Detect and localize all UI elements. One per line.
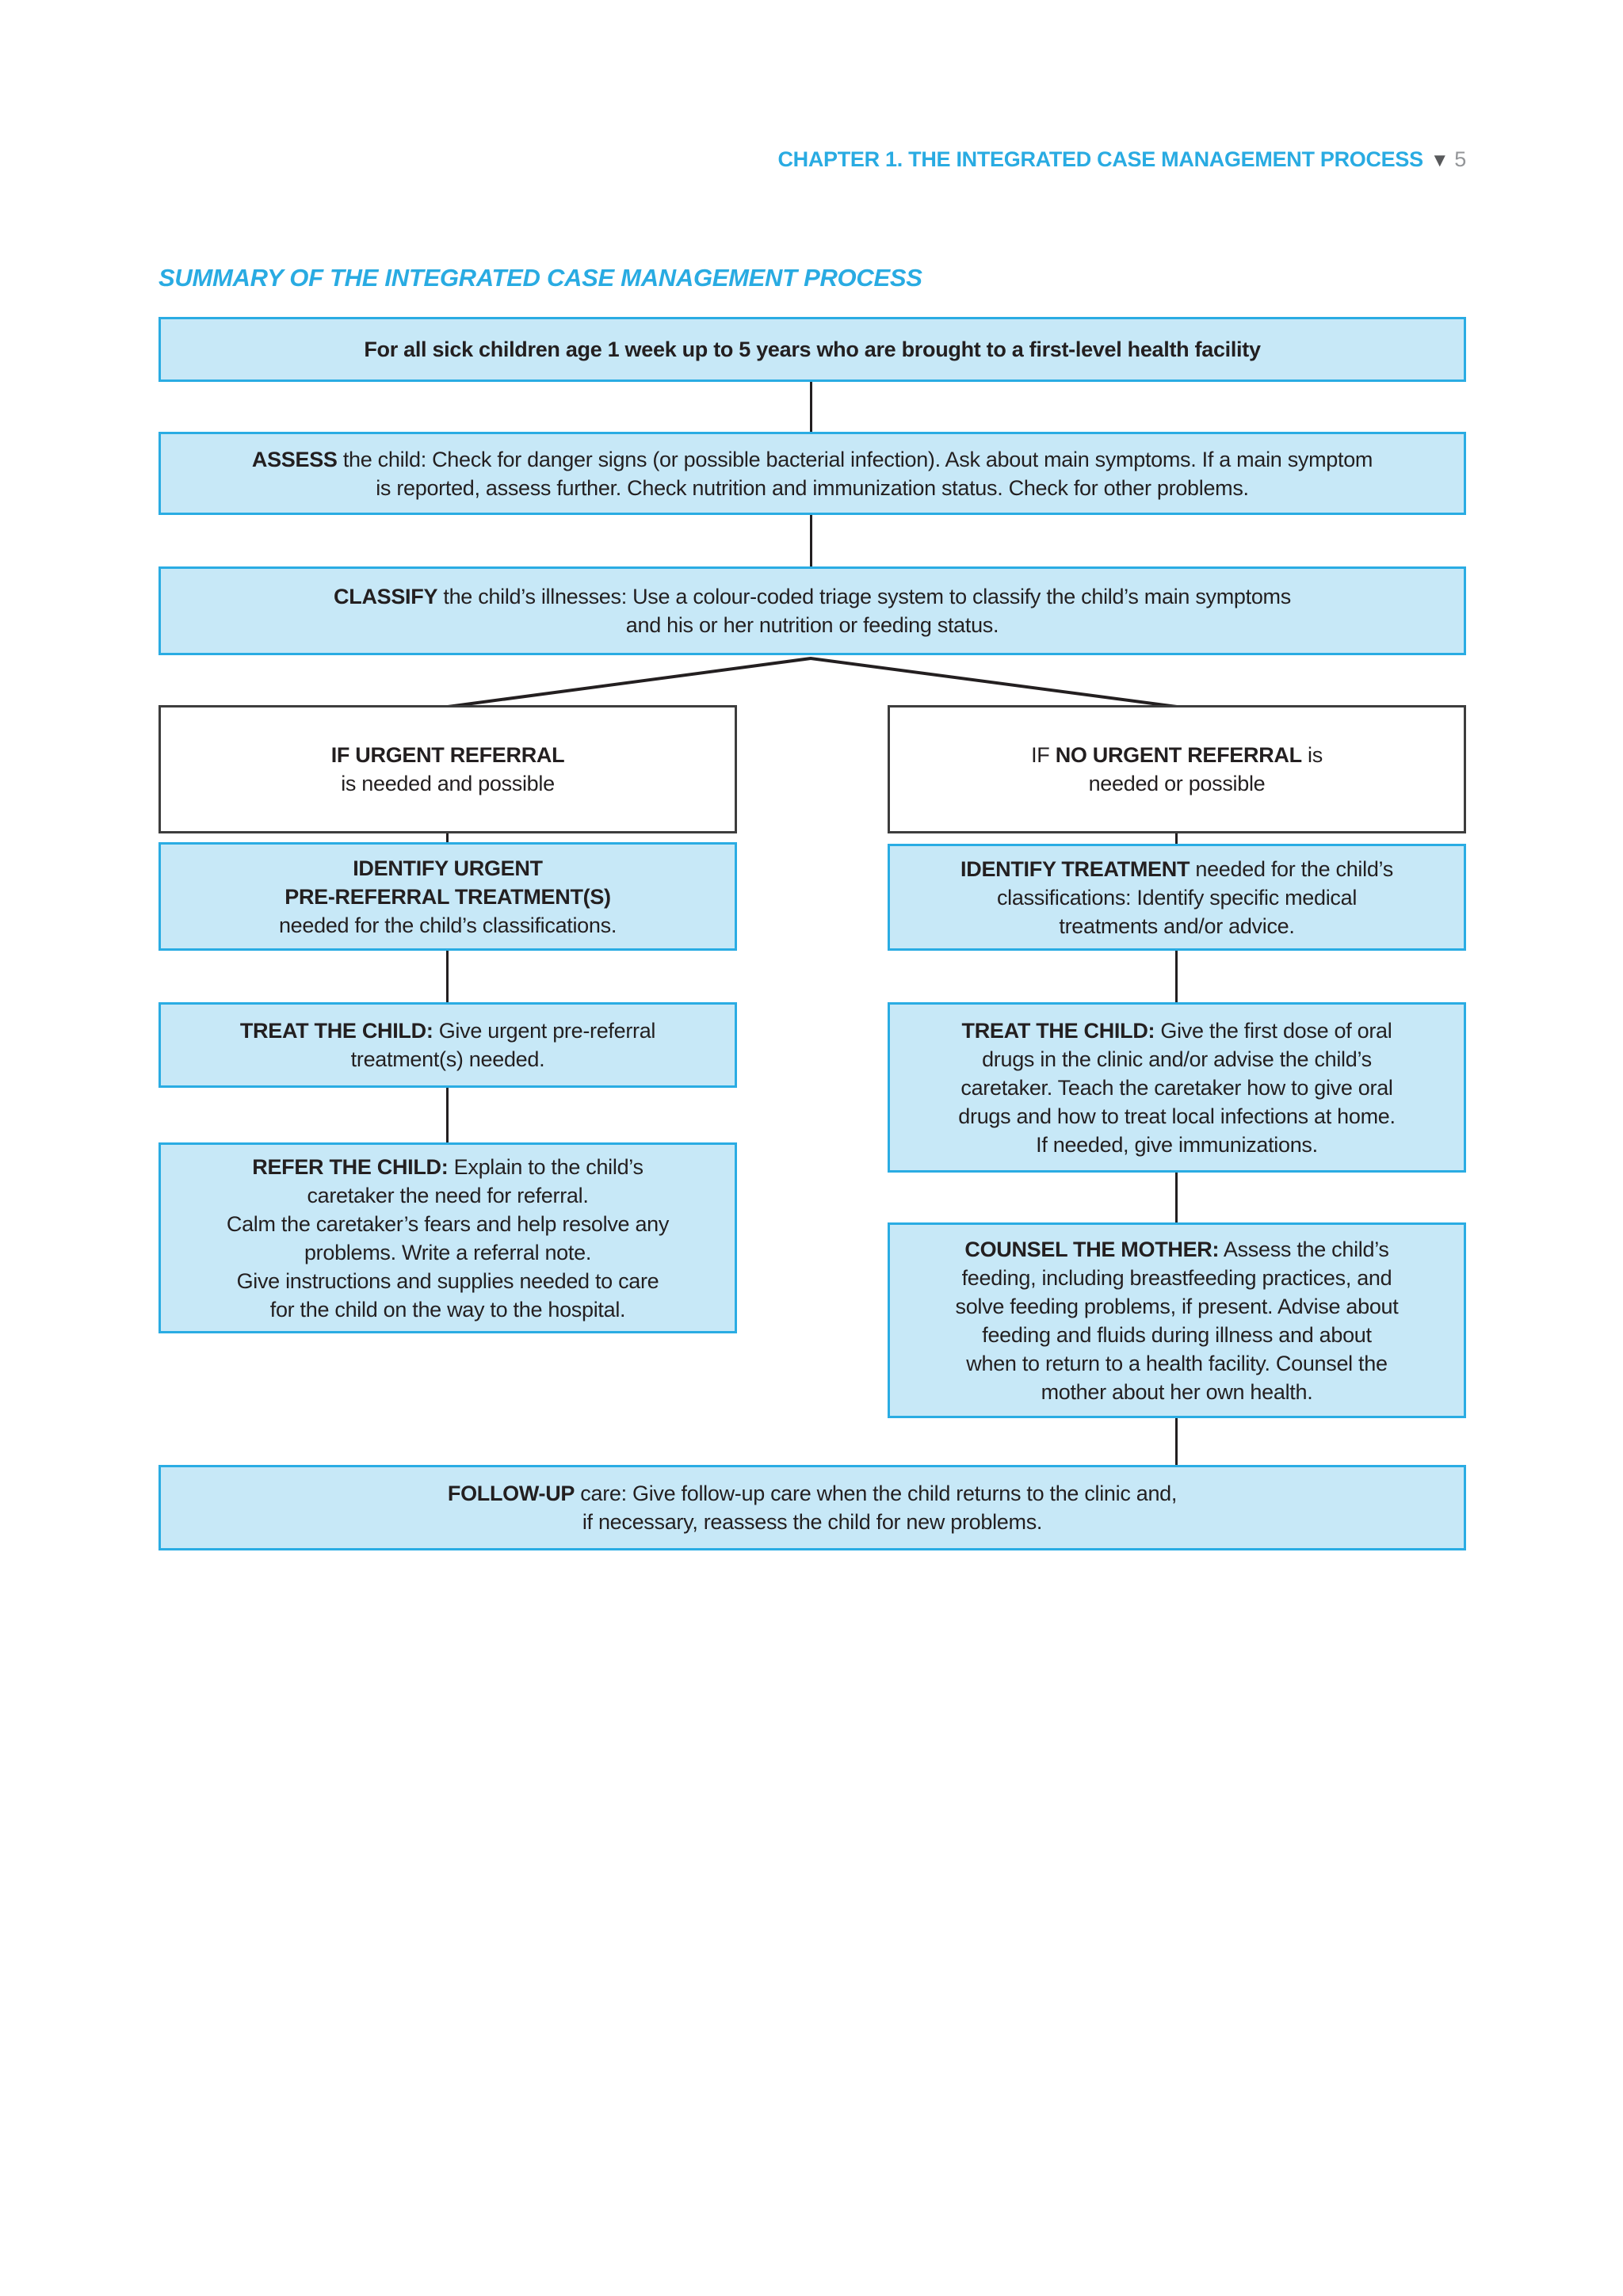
flow-box-if-urgent-referral: IF URGENT REFERRAL is needed and possibl…	[158, 705, 737, 833]
connector-ifleft-identify	[446, 833, 449, 842]
flow-box-refer-child-text: REFER THE CHILD: Explain to the child’s …	[226, 1154, 670, 1322]
connector-intro-assess	[810, 382, 812, 432]
section-title: SUMMARY OF THE INTEGRATED CASE MANAGEMEN…	[158, 264, 922, 292]
flow-box-counsel-mother: COUNSEL THE MOTHER: Assess the child’s f…	[888, 1222, 1466, 1418]
flow-box-identify-urgent-prereferral: IDENTIFY URGENT PRE-REFERRAL TREATMENT(S…	[158, 842, 737, 951]
connector-treatright-counsel	[1175, 1173, 1178, 1222]
flow-box-followup: FOLLOW-UP care: Give follow-up care when…	[158, 1465, 1466, 1550]
running-header: CHAPTER 1. THE INTEGRATED CASE MANAGEMEN…	[777, 147, 1466, 172]
triangle-down-icon: ▼	[1430, 150, 1449, 171]
connector-identifyright-treat	[1175, 951, 1178, 1002]
flow-box-intro-text: For all sick children age 1 week up to 5…	[364, 338, 1261, 361]
flow-box-classify-text: CLASSIFY the child’s illnesses: Use a co…	[334, 585, 1291, 637]
connector-ifright-identify	[1175, 833, 1178, 844]
flow-box-identify-treatment-text: IDENTIFY TREATMENT needed for the child’…	[960, 856, 1393, 938]
connector-treatleft-refer	[446, 1088, 449, 1142]
flow-box-if-urgent-referral-text: IF URGENT REFERRAL is needed and possibl…	[330, 743, 565, 795]
flow-box-intro: For all sick children age 1 week up to 5…	[158, 317, 1466, 382]
connector-assess-classify	[810, 515, 812, 566]
flow-box-followup-text: FOLLOW-UP care: Give follow-up care when…	[447, 1482, 1178, 1534]
page-number: 5	[1454, 147, 1466, 171]
connector-identifyleft-treat	[446, 951, 449, 1002]
flow-box-treat-child-left: TREAT THE CHILD: Give urgent pre-referra…	[158, 1002, 737, 1088]
connector-counsel-followup	[1175, 1418, 1178, 1465]
flow-box-refer-child: REFER THE CHILD: Explain to the child’s …	[158, 1142, 737, 1333]
flow-box-assess-text: ASSESS the child: Check for danger signs…	[251, 447, 1373, 500]
flow-box-identify-treatment: IDENTIFY TREATMENT needed for the child’…	[888, 844, 1466, 951]
flow-box-treat-child-left-text: TREAT THE CHILD: Give urgent pre-referra…	[239, 1019, 656, 1071]
flow-box-treat-child-right: TREAT THE CHILD: Give the first dose of …	[888, 1002, 1466, 1173]
flow-box-identify-urgent-prereferral-text: IDENTIFY URGENT PRE-REFERRAL TREATMENT(S…	[278, 856, 617, 937]
flow-box-classify: CLASSIFY the child’s illnesses: Use a co…	[158, 566, 1466, 655]
flow-box-assess: ASSESS the child: Check for danger signs…	[158, 432, 1466, 515]
flow-box-if-no-urgent-referral-text: IF NO URGENT REFERRAL is needed or possi…	[1031, 743, 1323, 795]
flow-box-if-no-urgent-referral: IF NO URGENT REFERRAL is needed or possi…	[888, 705, 1466, 833]
flow-box-treat-child-right-text: TREAT THE CHILD: Give the first dose of …	[958, 1018, 1396, 1157]
flow-box-counsel-mother-text: COUNSEL THE MOTHER: Assess the child’s f…	[955, 1237, 1399, 1404]
branch-connector-lines	[447, 656, 1178, 708]
chapter-heading: CHAPTER 1. THE INTEGRATED CASE MANAGEMEN…	[777, 147, 1423, 171]
